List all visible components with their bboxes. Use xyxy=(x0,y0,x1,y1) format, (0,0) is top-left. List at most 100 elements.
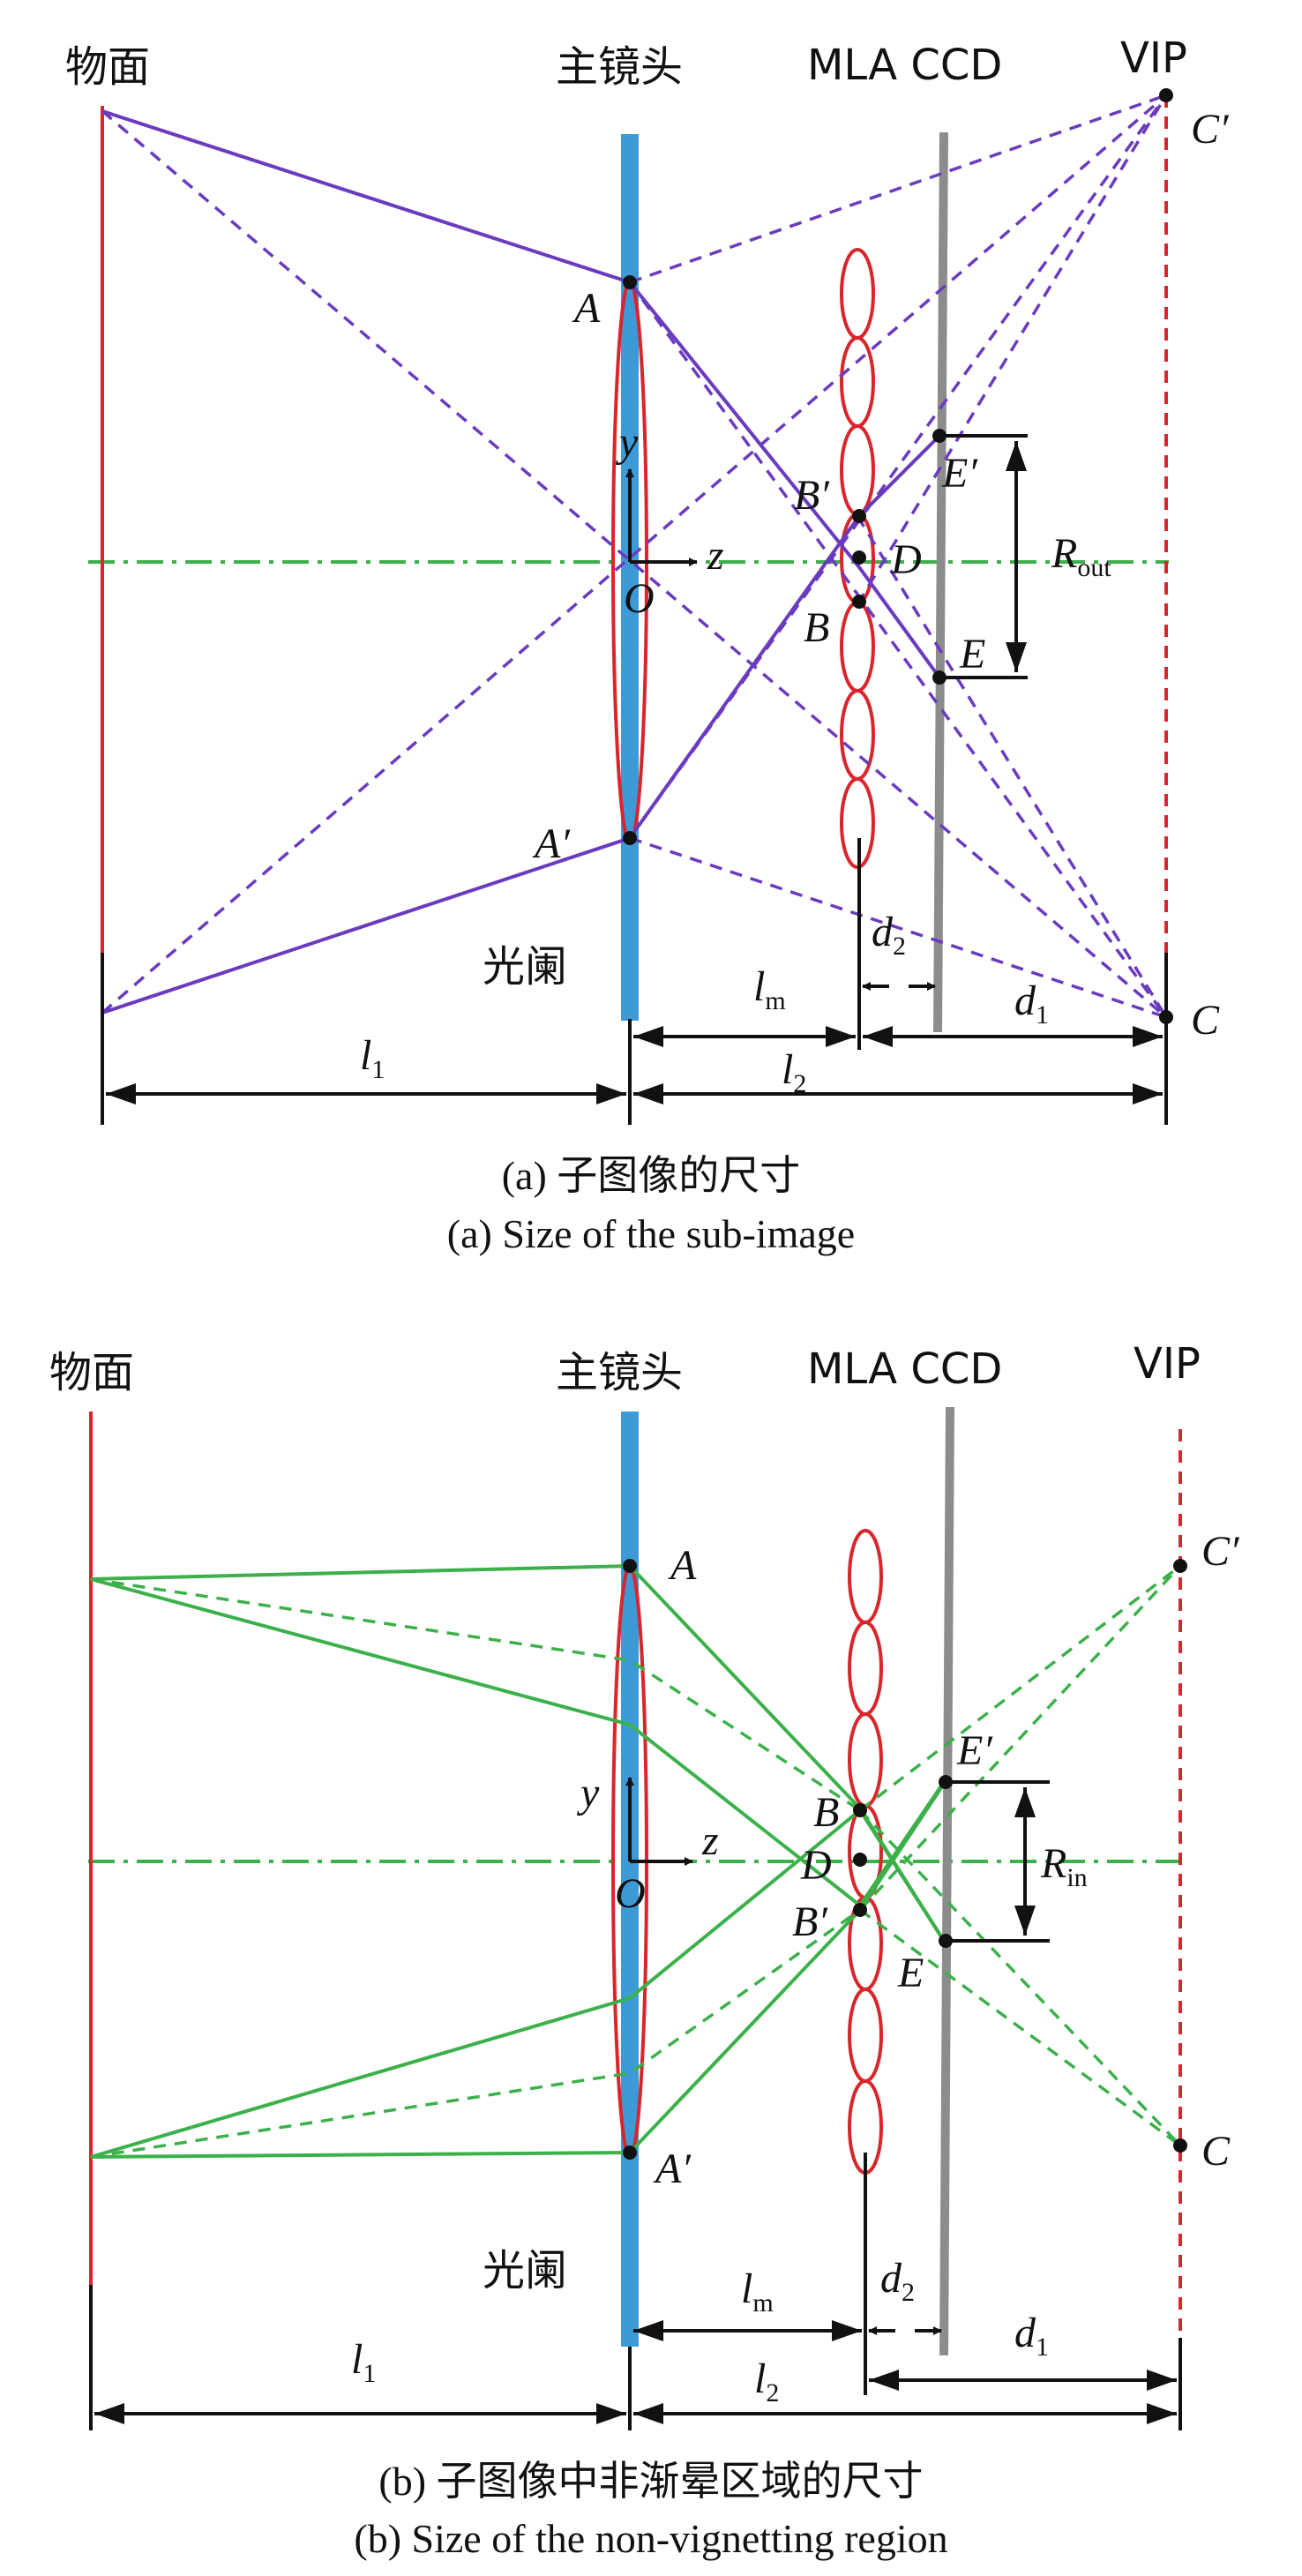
caption-b-cn: (b) 子图像中非渐晕区域的尺寸 xyxy=(378,2459,923,2504)
ccd-plane xyxy=(939,1406,954,2356)
label-c-prime: C′ xyxy=(1191,106,1230,153)
ray xyxy=(101,109,941,679)
label-a-prime: A′ xyxy=(532,820,571,867)
ray-to-c xyxy=(858,1808,1182,2147)
main-lens-label: 主镜头 xyxy=(556,1348,683,1397)
microlens xyxy=(840,336,875,428)
rays-solid xyxy=(101,109,941,1015)
ray-to-c xyxy=(856,515,1168,1018)
microlens xyxy=(840,601,875,693)
label-l2: l2 xyxy=(754,2355,779,2408)
label-z: z xyxy=(707,532,724,579)
point-a xyxy=(623,275,637,289)
ray xyxy=(90,1808,946,2159)
main-lens-label: 主镜头 xyxy=(556,42,683,92)
ray xyxy=(101,434,941,1015)
object-plane-label: 物面 xyxy=(65,42,150,92)
label-e-prime: E′ xyxy=(956,1727,993,1774)
point-b-prime xyxy=(853,1903,867,1917)
label-e: E xyxy=(897,1950,924,1996)
ray-to-c xyxy=(628,281,1168,1019)
mla-ccd-label: MLA CCD xyxy=(807,41,1002,90)
caption-a-en: (a) Size of the sub-image xyxy=(447,1211,855,1256)
points xyxy=(623,88,1173,1024)
label-c: C xyxy=(1201,2128,1231,2175)
label-l1: l1 xyxy=(360,1032,385,1084)
points xyxy=(623,1559,1187,2160)
label-r-in: Rin xyxy=(1040,1840,1088,1892)
label-l2: l2 xyxy=(782,1046,806,1098)
main-lens-bar xyxy=(621,1412,639,2347)
label-d2: d2 xyxy=(872,909,906,961)
label-e-prime: E′ xyxy=(941,450,978,497)
microlens xyxy=(840,689,875,781)
ray xyxy=(90,1782,946,2159)
label-l1: l1 xyxy=(351,2336,376,2388)
ray-to-c-prime xyxy=(858,1564,1182,1912)
point-d xyxy=(852,550,866,565)
label-c: C xyxy=(1191,997,1220,1044)
label-a: A xyxy=(668,1542,697,1589)
label-b: B xyxy=(804,604,829,651)
point-b-prime xyxy=(852,509,866,523)
label-c-prime: C′ xyxy=(1201,1528,1240,1575)
point-a xyxy=(623,1559,637,1573)
mla-ccd-label: MLA CCD xyxy=(807,1344,1002,1394)
point-a-prime xyxy=(623,831,637,845)
rays-solid xyxy=(90,1563,946,2159)
label-d2: d2 xyxy=(880,2255,915,2307)
chief-ray xyxy=(101,109,1168,1019)
point-a-prime xyxy=(623,2145,637,2160)
microlens xyxy=(848,1529,883,1624)
dimension-lines xyxy=(101,838,1168,1125)
label-b: B xyxy=(813,1789,839,1836)
ray-to-c xyxy=(858,1908,1182,2147)
label-d1: d1 xyxy=(1014,2310,1049,2362)
label-o: O xyxy=(615,1870,646,1917)
label-b-prime: B′ xyxy=(794,472,830,519)
point-c-prime xyxy=(1173,1559,1187,1573)
panel-a: 物面 主镜头 MLA CCD VIP 光阑 A A′ B′ B D E′ E C… xyxy=(65,34,1230,1256)
microlens xyxy=(840,424,875,516)
label-lm: lm xyxy=(741,2265,774,2318)
chief-ray xyxy=(101,94,1168,1015)
aperture-label: 光阑 xyxy=(483,942,567,992)
ray-to-c-prime xyxy=(628,94,1168,840)
label-d1: d1 xyxy=(1014,977,1049,1030)
vip-label: VIP xyxy=(1120,34,1187,83)
microlens xyxy=(848,1988,883,2083)
panel-b: 物面 主镜头 MLA CCD VIP 光阑 A A′ B D B′ E′ E C… xyxy=(49,1339,1240,2561)
label-lm: lm xyxy=(753,963,786,1015)
rays-dashed xyxy=(90,1564,1182,2159)
ray-to-c xyxy=(629,836,1167,1019)
vip-label: VIP xyxy=(1134,1339,1201,1389)
ray-to-c-prime xyxy=(858,1564,1182,1812)
rays-dashed xyxy=(101,94,1168,1019)
aperture-label: 光阑 xyxy=(483,2246,567,2295)
label-d: D xyxy=(890,536,922,583)
label-y: y xyxy=(615,419,639,466)
label-z: z xyxy=(701,1817,719,1864)
point-b xyxy=(852,595,866,609)
label-a-prime: A′ xyxy=(653,2145,692,2192)
label-b-prime: B′ xyxy=(792,1898,828,1945)
point-c xyxy=(1173,2138,1187,2153)
point-c-prime xyxy=(1159,88,1173,102)
label-e: E xyxy=(959,631,985,678)
microlens xyxy=(848,1621,883,1716)
label-o: O xyxy=(624,575,655,622)
microlens-array xyxy=(848,1529,883,2175)
caption-b-en: (b) Size of the non-vignetting region xyxy=(354,2516,947,2561)
ccd-plane xyxy=(933,131,948,1033)
label-y: y xyxy=(576,1770,600,1816)
dimension-lines xyxy=(89,2153,1182,2430)
microlens xyxy=(840,248,875,340)
point-d xyxy=(853,1853,867,1867)
microlens xyxy=(848,1712,883,1808)
ray xyxy=(90,1577,861,1812)
ray-to-c-prime xyxy=(629,94,1167,284)
label-r-out: Rout xyxy=(1051,530,1111,582)
main-lens-bar xyxy=(621,134,639,1021)
object-plane-label: 物面 xyxy=(49,1348,134,1397)
